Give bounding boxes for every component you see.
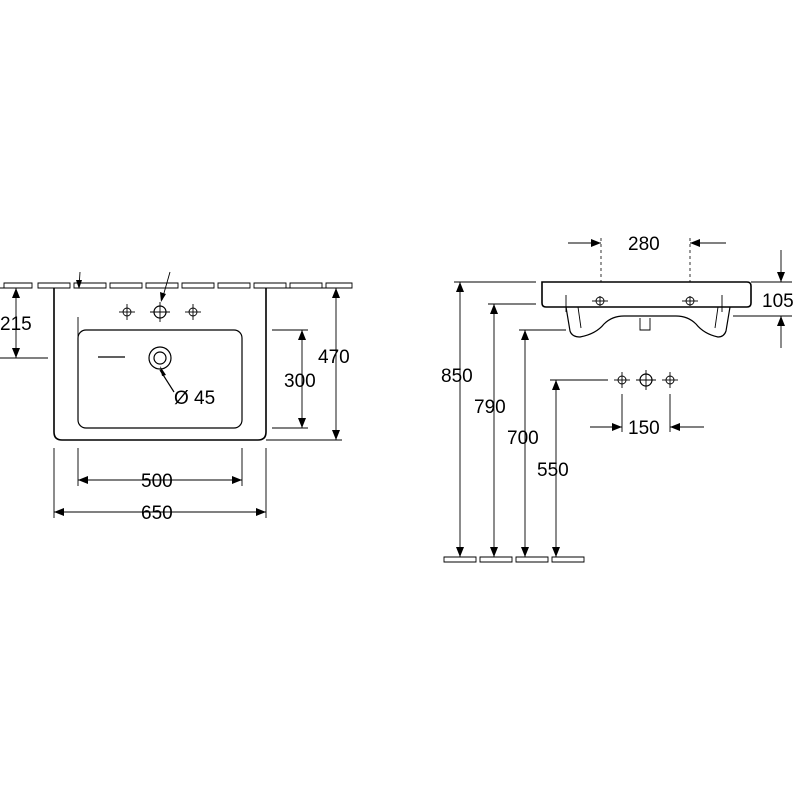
dim-550 [550, 379, 608, 557]
dim-105-label: 105 [762, 291, 794, 312]
bracket-hole-right-icon [682, 296, 698, 306]
drain-icon [148, 346, 175, 393]
bracket-hole-left-icon [592, 296, 608, 306]
dim-105 [733, 250, 792, 348]
dim-700-label: 700 [507, 428, 539, 449]
dim-215 [0, 287, 48, 359]
dim-280-label: 280 [628, 234, 660, 255]
dim-500-label: 500 [141, 471, 173, 492]
dim-550-label: 550 [537, 460, 569, 481]
dim-650-label: 650 [141, 503, 173, 524]
floor-hatch [443, 556, 585, 563]
dim-470-label: 470 [318, 347, 350, 368]
dim-790 [488, 303, 536, 557]
side-view: 280 105 850 [441, 234, 794, 563]
supply-center-icon [636, 370, 656, 390]
dim-150-label: 150 [628, 418, 660, 439]
dim-500 [77, 448, 243, 486]
basin-outline [53, 288, 267, 441]
dim-300-label: 300 [284, 371, 316, 392]
dim-470 [266, 287, 342, 441]
dim-790-label: 790 [474, 397, 506, 418]
plan-view: Ø 45 215 [0, 271, 353, 524]
wall-hatch-top [3, 282, 353, 289]
dim-150 [590, 394, 704, 432]
basin-top-slab [541, 281, 752, 308]
tap-hole-left-icon [119, 304, 135, 320]
tap-hole-center-icon [150, 302, 170, 322]
dim-650 [53, 448, 267, 518]
dim-300 [272, 329, 308, 429]
drain-stub [639, 318, 651, 331]
drain-diameter-label: Ø 45 [174, 388, 215, 409]
dim-700 [519, 329, 566, 557]
basin-bowl [77, 329, 243, 429]
tap-hole-right-icon [185, 304, 201, 320]
supply-right-icon [662, 372, 678, 388]
dim-850-label: 850 [441, 366, 473, 387]
basin-underside [565, 306, 731, 338]
dim-850 [454, 281, 536, 557]
supply-left-icon [614, 372, 630, 388]
dim-215-label: 215 [0, 314, 32, 335]
dim-280 [568, 238, 726, 282]
